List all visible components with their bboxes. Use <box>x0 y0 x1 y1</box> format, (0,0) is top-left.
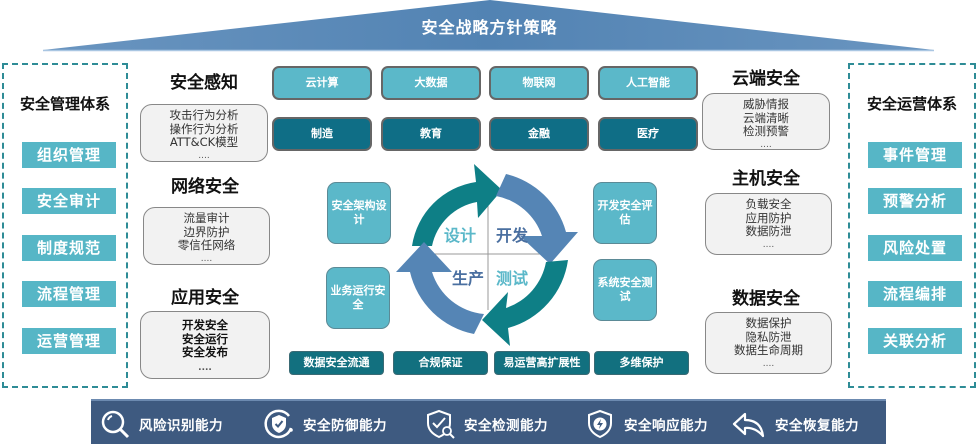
box-line: 检测预警 <box>743 124 789 138</box>
tag-compliance[interactable]: 合规保证 <box>393 351 488 375</box>
capability-label: 风险识别能力 <box>139 417 223 434</box>
cloud-box: 威胁情报 云端清晰 检测预警 .... <box>702 93 830 150</box>
box-line: 边界防护 <box>183 224 230 239</box>
perception-box: 攻击行为分析 操作行为分析 ATT&CK模型 .... <box>140 104 268 162</box>
card-dev-security-assessment[interactable]: 开发安全评估 <box>593 182 657 244</box>
mgmt-item-audit[interactable]: 安全审计 <box>22 188 116 214</box>
tag-manufacturing[interactable]: 制造 <box>272 117 372 151</box>
ops-item-event[interactable]: 事件管理 <box>868 142 962 168</box>
tag-data-flow[interactable]: 数据安全流通 <box>289 351 384 375</box>
capability-recovery[interactable]: 安全恢复能力 <box>731 401 859 446</box>
mgmt-item-operation[interactable]: 运营管理 <box>22 328 116 354</box>
section-title-network: 网络安全 <box>171 177 239 197</box>
section-title-cloud: 云端安全 <box>732 69 800 89</box>
section-title-host: 主机安全 <box>732 169 800 189</box>
tag-big-data[interactable]: 大数据 <box>381 66 481 100</box>
search-icon <box>101 410 130 438</box>
mgmt-item-process[interactable]: 流程管理 <box>22 281 116 307</box>
capability-label: 安全检测能力 <box>464 417 548 434</box>
tag-medical[interactable]: 医疗 <box>598 117 698 151</box>
box-line: 零信任网络 <box>177 238 236 252</box>
ops-item-correlation[interactable]: 关联分析 <box>868 328 962 354</box>
box-more: .... <box>198 150 210 161</box>
strategy-title: 安全战略方针策略 <box>421 18 558 37</box>
cycle-label-design: 设计 <box>444 226 477 245</box>
shield-bolt-icon <box>588 409 612 438</box>
box-line: 攻击行为分析 <box>169 108 239 122</box>
box-line: 数据生命周期 <box>734 343 803 357</box>
box-line: 云端清晰 <box>743 110 789 125</box>
box-line: 数据保护 <box>745 316 792 330</box>
card-label: 系统安全测试 <box>597 276 653 303</box>
data-box: 数据保护 隐私防泄 数据生命周期 .... <box>705 312 832 374</box>
capability-bar: 风险识别能力 安全防御能力 安全检测能力 安全响应能力 安全恢复能力 <box>91 399 886 444</box>
card-label: 安全架构设计 <box>331 199 387 226</box>
tag-scalability[interactable]: 易运营高扩展性 <box>494 351 590 375</box>
mgmt-item-policy[interactable]: 制度规范 <box>22 235 116 261</box>
card-architecture-design[interactable]: 安全架构设计 <box>327 182 391 244</box>
box-more: .... <box>200 253 213 264</box>
box-more: .... <box>198 362 212 373</box>
ops-item-risk[interactable]: 风险处置 <box>868 235 962 261</box>
cycle-label-production: 生产 <box>452 269 485 288</box>
section-title-application: 应用安全 <box>171 288 239 308</box>
panel-title: 安全运营体系 <box>866 95 957 113</box>
ops-item-alert[interactable]: 预警分析 <box>868 188 962 214</box>
cycle-label-develop: 开发 <box>496 226 529 245</box>
box-line: 数据防泄 <box>745 224 792 238</box>
security-management-panel: 安全管理体系 组织管理 安全审计 制度规范 流程管理 运营管理 <box>2 63 128 388</box>
arrow-production <box>396 242 484 334</box>
capability-label: 安全防御能力 <box>303 417 387 434</box>
section-title-perception: 安全感知 <box>170 73 238 93</box>
capability-detection[interactable]: 安全检测能力 <box>424 401 548 446</box>
box-line: 负载安全 <box>745 197 792 211</box>
shield-check-icon <box>264 409 293 438</box>
panel-title: 安全管理体系 <box>19 95 110 113</box>
card-label: 开发安全评估 <box>597 199 653 226</box>
box-line: 安全运行 <box>182 331 228 346</box>
box-line: 隐私防泄 <box>745 329 792 344</box>
tag-ai[interactable]: 人工智能 <box>598 66 698 100</box>
lifecycle-cycle-diagram <box>396 164 578 346</box>
capability-response[interactable]: 安全响应能力 <box>584 401 708 446</box>
card-label: 业务运行安全 <box>330 284 386 311</box>
tag-finance[interactable]: 金融 <box>489 117 589 151</box>
box-line: 安全发布 <box>182 345 228 359</box>
tag-multi-protection[interactable]: 多维保护 <box>594 351 689 375</box>
capability-label: 安全响应能力 <box>624 417 708 434</box>
box-line: 应用防护 <box>745 210 792 225</box>
shield-scan-icon <box>427 409 455 439</box>
box-line: 开发安全 <box>182 318 228 332</box>
box-line: ATT&CK模型 <box>169 135 239 149</box>
network-box: 流量审计 边界防护 零信任网络 .... <box>143 207 270 265</box>
section-title-data: 数据安全 <box>732 289 800 309</box>
capability-label: 安全恢复能力 <box>775 417 859 434</box>
tag-iot[interactable]: 物联网 <box>489 66 589 100</box>
capability-defense[interactable]: 安全防御能力 <box>263 401 387 446</box>
host-box: 负载安全 应用防护 数据防泄 .... <box>705 193 832 255</box>
application-box: 开发安全 安全运行 安全发布 .... <box>140 311 270 379</box>
tag-cloud-computing[interactable]: 云计算 <box>272 66 372 100</box>
ops-item-orchestration[interactable]: 流程编排 <box>868 281 962 307</box>
cycle-label-test: 测试 <box>496 269 529 288</box>
capability-risk-identification[interactable]: 风险识别能力 <box>99 401 223 446</box>
box-line: 操作行为分析 <box>169 121 239 136</box>
return-arrow-icon <box>732 412 765 437</box>
box-more: .... <box>762 358 775 369</box>
box-line: 流量审计 <box>183 211 230 225</box>
security-operation-panel: 安全运营体系 事件管理 预警分析 风险处置 流程编排 关联分析 <box>848 63 976 388</box>
card-business-operation[interactable]: 业务运行安全 <box>326 267 390 329</box>
roof-triangle <box>43 0 934 52</box>
mgmt-item-org[interactable]: 组织管理 <box>22 142 116 168</box>
card-system-security-test[interactable]: 系统安全测试 <box>593 259 657 321</box>
box-more: .... <box>762 239 775 250</box>
arrow-test <box>482 260 568 346</box>
box-line: 威胁情报 <box>743 97 789 111</box>
arrow-design <box>412 164 502 246</box>
arrow-develop <box>496 174 578 264</box>
box-more: .... <box>760 139 772 150</box>
tag-education[interactable]: 教育 <box>381 117 481 151</box>
